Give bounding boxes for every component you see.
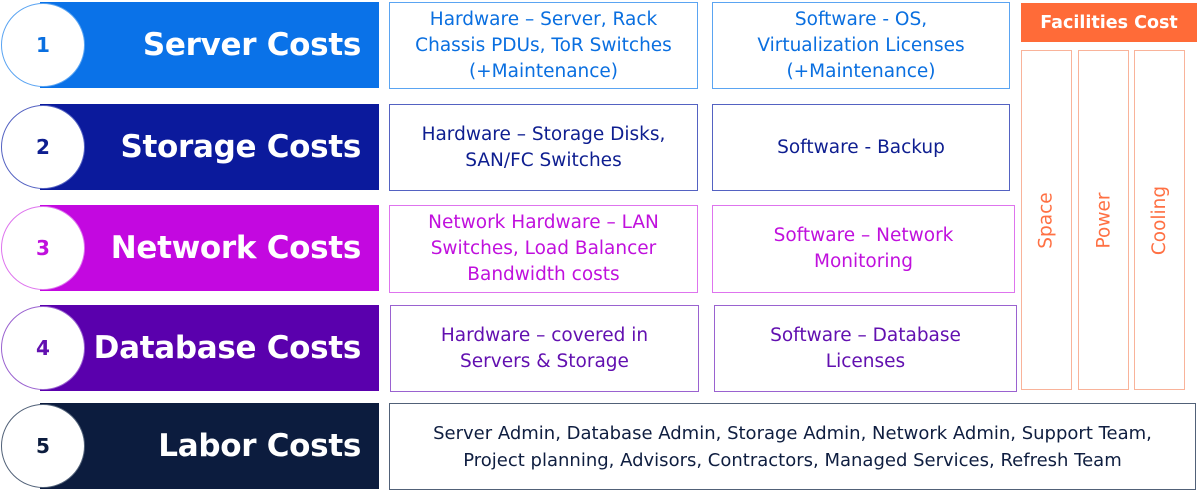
step-number-badge: 3 xyxy=(1,206,85,290)
facilities-column-cooling: Cooling xyxy=(1134,50,1185,390)
storage-software-box: Software - Backup xyxy=(712,104,1010,191)
server-hardware-text: Hardware – Server, Rack Chassis PDUs, To… xyxy=(415,8,672,82)
labor-description-text: Server Admin, Database Admin, Storage Ad… xyxy=(433,422,1152,471)
step-number-badge: 2 xyxy=(1,105,85,189)
facilities-column-label: Cooling xyxy=(1149,185,1170,255)
facilities-column-label: Space xyxy=(1036,191,1058,249)
step-number-badge: 4 xyxy=(1,306,85,390)
server-costs-banner: Server Costs xyxy=(40,2,379,88)
labor-costs-title: Labor Costs xyxy=(158,428,361,464)
step-number-badge: 5 xyxy=(1,404,85,488)
network-hardware-text: Network Hardware – LAN Switches, Load Ba… xyxy=(428,212,659,285)
network-costs-title: Network Costs xyxy=(110,230,362,266)
database-costs-title: Database Costs xyxy=(93,330,362,366)
step-number-badge: 1 xyxy=(1,3,85,87)
facilities-column-space: Space xyxy=(1021,50,1072,390)
server-costs-title: Server Costs xyxy=(142,27,361,63)
database-software-text: Software – Database Licenses xyxy=(770,324,961,372)
server-hardware-box: Hardware – Server, Rack Chassis PDUs, To… xyxy=(389,2,698,89)
labor-costs-banner: Labor Costs xyxy=(40,403,379,489)
database-costs-banner: Database Costs xyxy=(40,305,379,391)
network-software-box: Software – Network Monitoring xyxy=(712,205,1015,293)
storage-software-text: Software - Backup xyxy=(777,136,945,158)
database-hardware-text: Hardware – covered in Servers & Storage xyxy=(440,324,649,372)
server-software-text: Software - OS, Virtualization Licenses (… xyxy=(757,8,965,82)
storage-hardware-box: Hardware – Storage Disks, SAN/FC Switche… xyxy=(389,104,698,191)
facilities-cost-header: Facilities Cost xyxy=(1021,3,1197,42)
labor-description-box: Server Admin, Database Admin, Storage Ad… xyxy=(389,403,1196,490)
database-hardware-box: Hardware – covered in Servers & Storage xyxy=(390,305,699,392)
facilities-column-label: Power xyxy=(1093,192,1114,248)
network-hardware-box: Network Hardware – LAN Switches, Load Ba… xyxy=(389,205,698,293)
network-costs-banner: Network Costs xyxy=(40,205,379,291)
storage-costs-title: Storage Costs xyxy=(120,129,361,165)
storage-costs-banner: Storage Costs xyxy=(40,104,379,190)
storage-hardware-text: Hardware – Storage Disks, SAN/FC Switche… xyxy=(421,123,666,171)
facilities-column-power: Power xyxy=(1078,50,1129,390)
database-software-box: Software – Database Licenses xyxy=(714,305,1017,392)
network-software-text: Software – Network Monitoring xyxy=(773,225,954,272)
server-software-box: Software - OS, Virtualization Licenses (… xyxy=(712,2,1010,89)
